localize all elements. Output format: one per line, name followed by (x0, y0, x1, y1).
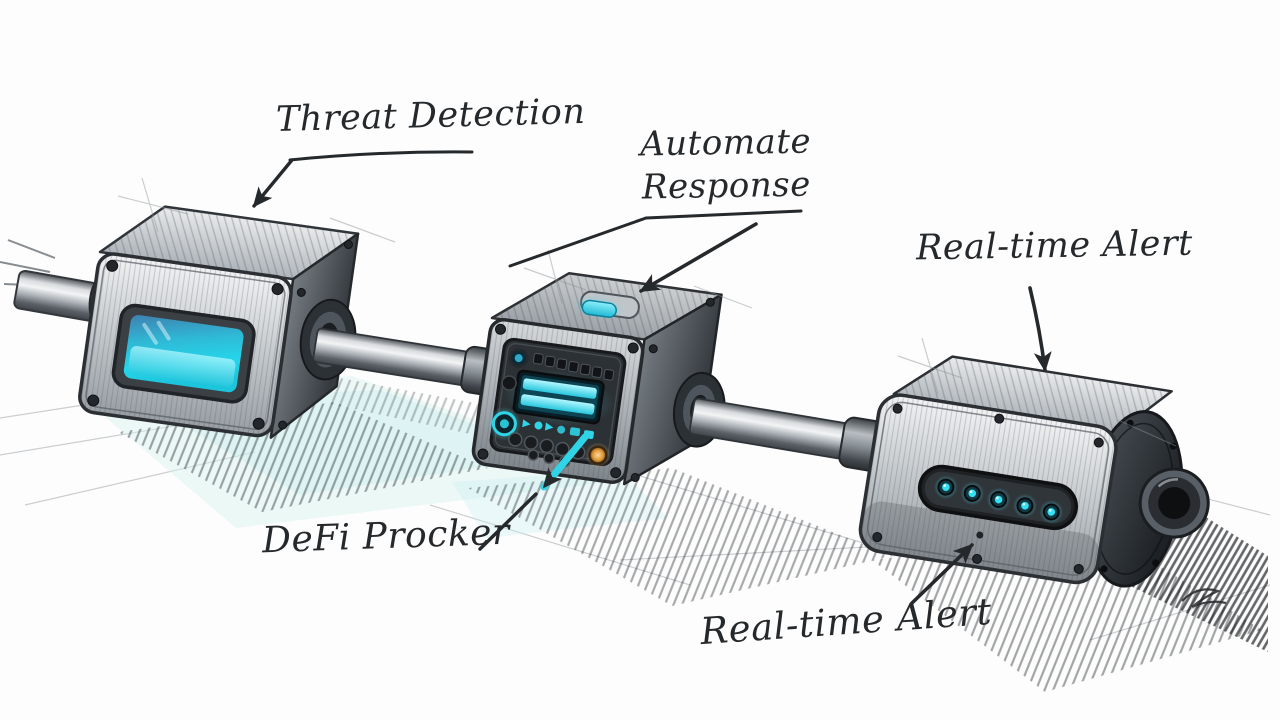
real-time-alert-bottom-arrow-icon (910, 543, 974, 605)
construction-marks (117, 177, 1177, 447)
label-threat-detection: Threat Detection (275, 91, 586, 141)
pipe-2 (688, 397, 889, 473)
amber-button (588, 445, 608, 465)
label-real-time-alert-top: Real-time Alert (915, 223, 1194, 269)
label-defi-procker: DeFi Procker (261, 511, 511, 562)
top-pill-button (572, 290, 640, 321)
pointer-target-dot (976, 531, 984, 539)
device-automate-response (471, 272, 726, 486)
control-panel (487, 337, 627, 469)
lens (1138, 467, 1210, 539)
label-automate-line1: Automate (639, 121, 812, 165)
automate-response-arrow-icon (639, 222, 758, 293)
annotation-arrows (252, 150, 1052, 605)
defi-procker-cyan-arrow-icon (540, 433, 589, 491)
rivet-bolts (872, 403, 1104, 574)
label-automate-response: Automate Response (635, 120, 816, 209)
device-threat-detection (78, 205, 360, 439)
label-automate-line2: Response (641, 164, 812, 208)
led-slot (917, 464, 1078, 531)
panel-knob-dark (501, 375, 517, 391)
automate-response-underline (644, 209, 803, 220)
cap-bolts (1100, 419, 1177, 573)
sketch-squiggle (1181, 588, 1227, 609)
real-time-alert-top-arrow-icon (1028, 286, 1052, 372)
keypad-row (532, 353, 615, 381)
defi-procker-leader (478, 492, 538, 551)
device-real-time-alert (858, 355, 1210, 588)
rivet-bolts (87, 240, 353, 430)
automate-response-leader (508, 216, 648, 268)
threat-detection-arrow-icon (252, 158, 294, 208)
button-row (508, 432, 586, 468)
threat-detection-underline (288, 150, 474, 162)
cyan-led (933, 475, 1064, 524)
